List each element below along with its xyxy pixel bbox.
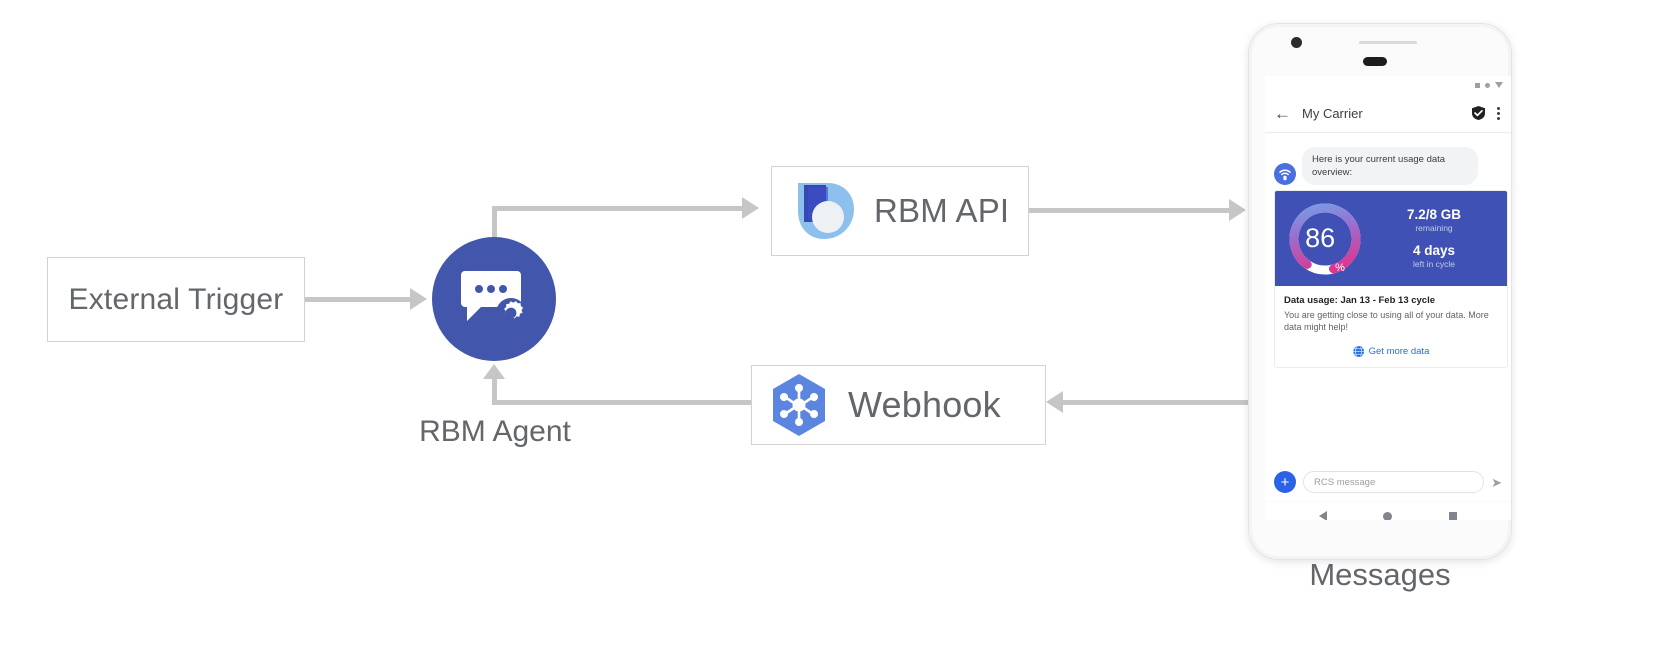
card-title: Data usage: Jan 13 - Feb 13 cycle (1284, 295, 1436, 306)
sensor-strip (1359, 41, 1417, 44)
card-hero: 86 % 7.2/8 GB remaining 4 days left in c… (1275, 191, 1507, 286)
get-more-data-button[interactable]: Get more data (1275, 337, 1507, 367)
nav-recents-square-icon[interactable] (1448, 512, 1457, 520)
triangle-down-icon (1495, 82, 1503, 88)
android-nav-bar (1265, 501, 1511, 520)
nav-home-circle-icon[interactable] (1383, 511, 1393, 520)
nav-back-triangle-icon[interactable] (1319, 511, 1328, 520)
arrowhead-trigger-to-agent (410, 288, 427, 310)
webhook-node[interactable]: Webhook (751, 365, 1046, 445)
card-body: Data usage: Jan 13 - Feb 13 cycle You ar… (1275, 286, 1507, 337)
rbm-agent-label: RBM Agent (419, 415, 571, 448)
arrowhead-api-to-phone (1229, 199, 1246, 221)
hero-stats: 7.2/8 GB remaining 4 days left in cycle (1365, 207, 1501, 270)
get-more-data-label: Get more data (1368, 346, 1430, 357)
rbm-api-label: RBM API (874, 192, 1010, 229)
plus-icon[interactable]: + (1274, 471, 1296, 493)
stat-block-data: 7.2/8 GB remaining (1367, 207, 1501, 234)
arrow-left-icon[interactable]: ← (1274, 103, 1291, 123)
arrowhead-webhook-to-agent (483, 364, 505, 379)
app-bar: ← My Carrier (1265, 94, 1511, 133)
incoming-message-bubble: Here is your current usage data overview… (1302, 147, 1478, 185)
arrowhead-agent-to-api (742, 197, 759, 219)
data-usage-gauge: 86 % (1285, 199, 1365, 279)
earpiece-speaker (1363, 57, 1387, 66)
conversation-title: My Carrier (1302, 105, 1363, 121)
stat-days-caption: left in cycle (1412, 259, 1456, 269)
edge-phone-to-webhook (1063, 400, 1263, 405)
edge-webhook-to-agent-horz (492, 400, 752, 405)
front-camera-icon (1291, 37, 1302, 48)
stat-days-value: 4 days (1412, 243, 1456, 258)
send-icon[interactable]: ➤ (1491, 474, 1502, 490)
rcs-message-placeholder: RCS message (1314, 476, 1376, 488)
edge-agent-to-api-horz (492, 206, 742, 211)
card-description: You are getting close to using all of yo… (1284, 310, 1489, 332)
status-bar (1265, 76, 1511, 94)
gauge-unit: % (1335, 261, 1345, 274)
gauge-value: 86 (1305, 223, 1336, 253)
stat-block-days: 4 days left in cycle (1367, 243, 1501, 270)
cloud-functions-hexagon-icon (773, 374, 825, 436)
message-thread: Here is your current usage data overview… (1265, 133, 1511, 463)
arrowhead-phone-to-webhook (1046, 391, 1063, 413)
stat-data-caption: remaining (1415, 223, 1453, 233)
gauge-center: 86 % (1285, 199, 1365, 279)
circle-icon (1485, 82, 1490, 88)
external-trigger-label: External Trigger (68, 282, 284, 316)
chat-bubble-gear-icon (461, 271, 526, 328)
incoming-message-row: Here is your current usage data overview… (1274, 147, 1501, 185)
more-vertical-icon[interactable] (1495, 105, 1502, 122)
messages-label: Messages (1309, 557, 1451, 592)
rbm-api-node[interactable]: RBM API (771, 166, 1029, 256)
rbm-api-logo-icon (798, 183, 854, 239)
edge-webhook-to-agent-vert (492, 378, 497, 405)
square-icon (1475, 82, 1480, 88)
stat-data-value: 7.2/8 GB (1406, 207, 1462, 222)
message-composer: + RCS message ➤ (1265, 463, 1511, 501)
rbm-agent-node[interactable] (432, 237, 556, 361)
webhook-label: Webhook (848, 384, 1001, 425)
phone-screen: ← My Carrier (1265, 76, 1511, 520)
external-trigger-node[interactable]: External Trigger (47, 257, 305, 342)
rich-card[interactable]: 86 % 7.2/8 GB remaining 4 days left in c… (1274, 190, 1508, 368)
verified-shield-icon[interactable] (1472, 106, 1485, 120)
edge-trigger-to-agent (305, 297, 410, 302)
edge-agent-to-api-vert (492, 206, 497, 252)
rcs-message-input[interactable]: RCS message (1303, 471, 1485, 493)
globe-icon (1352, 346, 1364, 357)
phone-device: ← My Carrier (1249, 24, 1511, 559)
edge-api-to-phone (1029, 208, 1229, 213)
rcs-agent-avatar-icon (1274, 163, 1296, 185)
